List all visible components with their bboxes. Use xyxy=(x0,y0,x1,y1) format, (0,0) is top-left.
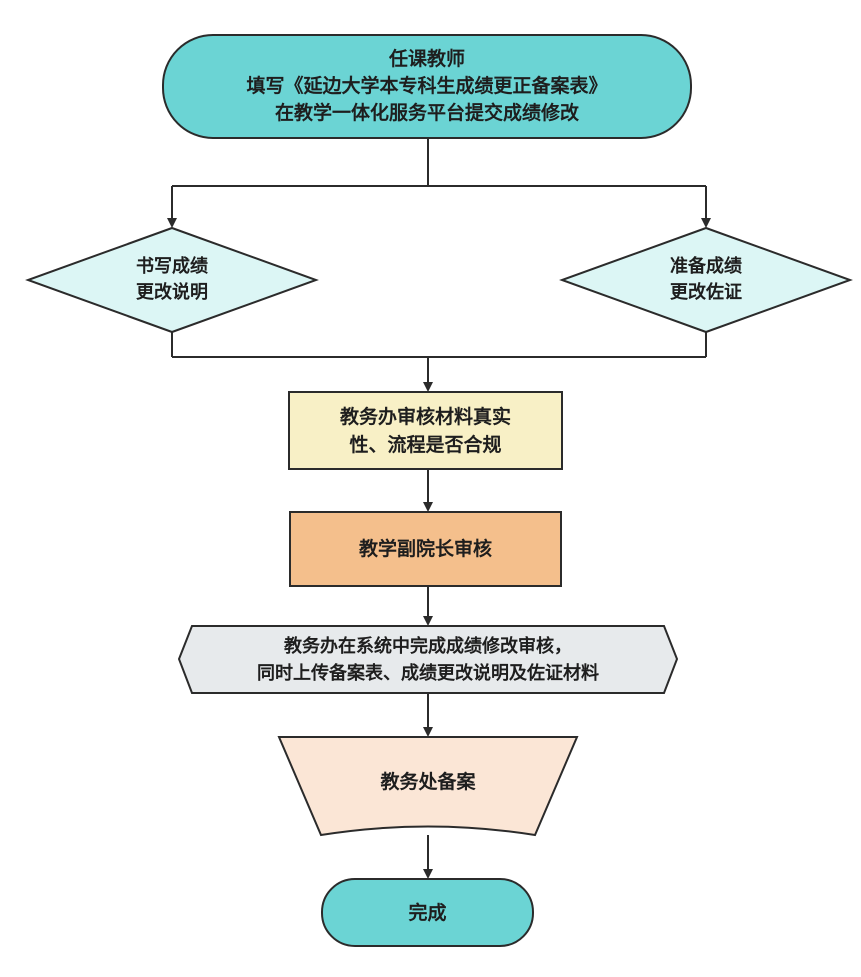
system-label: 教务办在系统中完成成绩修改审核， 同时上传备案表、成绩更改说明及佐证材料 xyxy=(179,626,677,693)
start-terminal-shape xyxy=(162,34,692,139)
evidence-label: 准备成绩 更改佐证 xyxy=(626,250,786,310)
start-label: 任课教师 填写《延边大学本专科生成绩更正备案表》 在教学一体化服务平台提交成绩修… xyxy=(163,35,691,138)
filing-label: 教务处备案 xyxy=(279,745,577,819)
system-line-1: 教务办在系统中完成成绩修改审核， xyxy=(284,635,572,657)
end-label: 完成 xyxy=(322,879,533,946)
connectors xyxy=(167,138,711,879)
review-line-2: 性、流程是否合规 xyxy=(349,433,502,456)
end-line-1: 完成 xyxy=(408,901,447,924)
explain-line-1: 书写成绩 xyxy=(136,256,208,277)
review-label: 教务办审核材料真实 性、流程是否合规 xyxy=(289,392,562,469)
start-line-3: 在教学一体化服务平台提交成绩修改 xyxy=(274,102,579,124)
evidence-line-1: 准备成绩 xyxy=(670,256,742,277)
review-line-1: 教务办审核材料真实 xyxy=(339,405,511,428)
filing-line-1: 教务处备案 xyxy=(380,771,476,793)
start-line-1: 任课教师 xyxy=(388,48,465,70)
explain-line-2: 更改说明 xyxy=(136,282,208,303)
end-terminal-shape xyxy=(321,878,534,947)
vp-review-shape xyxy=(289,511,562,587)
evidence-line-2: 更改佐证 xyxy=(670,282,742,303)
system-line-2: 同时上传备案表、成绩更改说明及佐证材料 xyxy=(257,662,599,684)
vp-line-1: 教学副院长审核 xyxy=(358,538,492,560)
filing-shape xyxy=(277,736,579,837)
explain-label: 书写成绩 更改说明 xyxy=(92,250,252,310)
vp-label: 教学副院长审核 xyxy=(290,512,561,586)
evidence-diamond-shape xyxy=(559,226,853,334)
start-line-2: 填写《延边大学本专科生成绩更正备案表》 xyxy=(246,75,608,97)
review-process-shape xyxy=(288,391,563,470)
explain-diamond-shape xyxy=(25,226,319,334)
system-hexagon-shape xyxy=(177,625,679,694)
